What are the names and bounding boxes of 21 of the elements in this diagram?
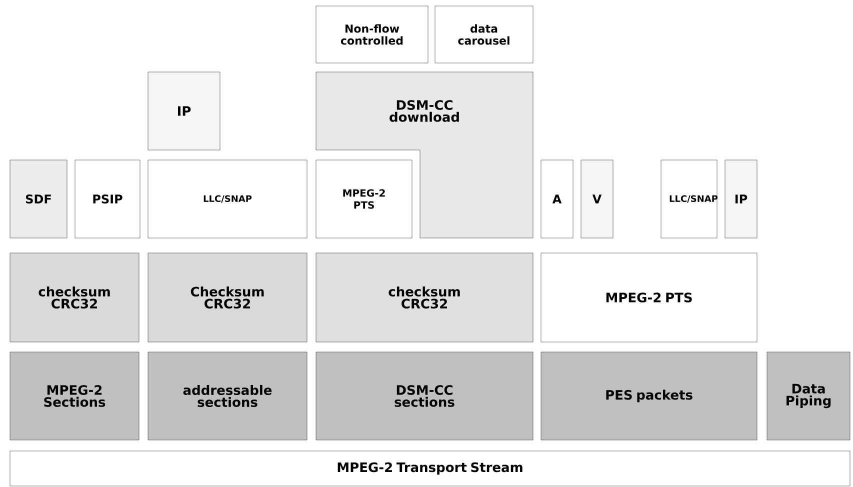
protocol-box: IP — [148, 72, 220, 150]
protocol-box: LLC/SNAP — [660, 160, 718, 238]
protocol-box: Non-flow controlled — [316, 6, 428, 64]
protocol-box: IP — [724, 160, 758, 238]
protocol-box: DSM-CC sections — [316, 352, 534, 440]
protocol-box: LLC/SNAP — [148, 160, 308, 238]
protocol-box: MPEG-2 PTS — [316, 160, 412, 238]
protocol-box: Checksum CRC32 — [148, 252, 308, 342]
protocol-box: addressable sections — [148, 352, 308, 440]
protocol-box: MPEG-2 Sections — [10, 352, 140, 440]
protocol-box: checksum CRC32 — [10, 252, 140, 342]
protocol-box: PES packets — [540, 352, 758, 440]
protocol-box: SDF — [10, 160, 68, 238]
protocol-box: V — [580, 160, 614, 238]
protocol-box: MPEG-2 Transport Stream — [10, 450, 850, 486]
protocol-box: Data Piping — [766, 352, 850, 440]
protocol-box: PSIP — [74, 160, 140, 238]
protocol-box: data carousel — [434, 6, 534, 64]
protocol-box: MPEG-2 PTS — [540, 252, 758, 342]
protocol-box: checksum CRC32 — [316, 252, 534, 342]
protocol-box: A — [540, 160, 574, 238]
